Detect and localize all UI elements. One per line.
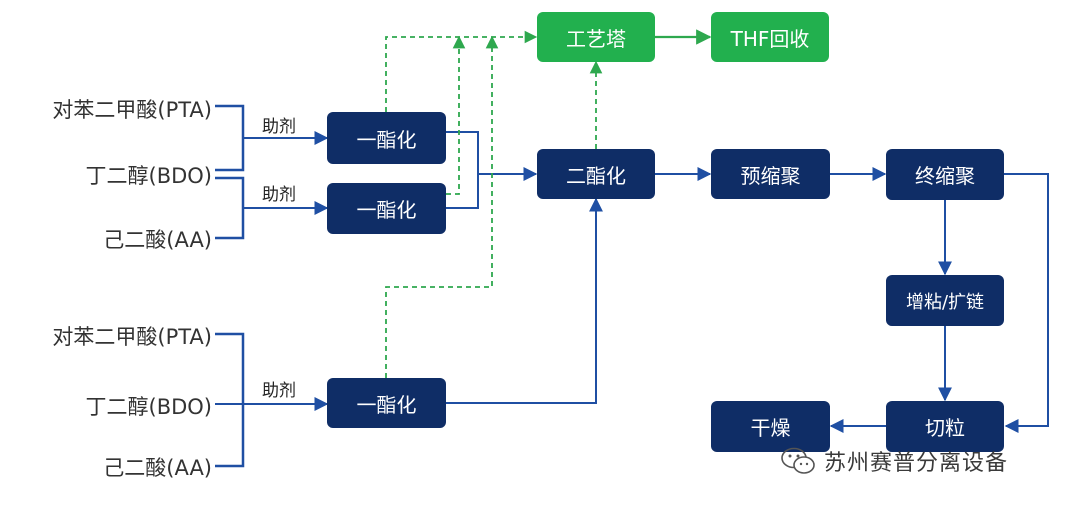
feed-bdo-label: 丁二醇(BDO) <box>85 164 213 188</box>
final-condensation-reactor[interactable]: 终缩聚 <box>886 149 1004 200</box>
feed-bracket-bottom <box>215 332 245 468</box>
feed-aa-label: 己二酸(AA) <box>103 228 212 252</box>
feed-bracket-top <box>215 104 245 172</box>
agent-label: 助剂 <box>262 185 296 205</box>
merge-line-top <box>446 131 479 174</box>
precondensation-reactor[interactable]: 预缩聚 <box>711 149 830 199</box>
merge-line-mid <box>446 174 479 209</box>
vapor-ester1-top <box>385 30 538 112</box>
feed-pta-label: 对苯二甲酸(PTA) <box>52 98 212 122</box>
feed-bracket-mid <box>215 176 245 240</box>
ester1-reactor-top[interactable]: 一酯化 <box>327 112 446 164</box>
ester2-reactor[interactable]: 二酯化 <box>537 149 655 199</box>
agent-label: 助剂 <box>262 117 296 137</box>
pelletizing-unit[interactable]: 切粒 <box>886 401 1004 452</box>
watermark-text: 苏州赛普分离设备 <box>824 451 1009 476</box>
ester1-reactor-bottom[interactable]: 一酯化 <box>327 378 446 428</box>
feed-aa-label: 己二酸(AA) <box>103 456 212 480</box>
tackify-extend-unit[interactable]: 增粘/扩链 <box>886 275 1004 326</box>
arrow-ester1-bottom-to-ester2 <box>446 197 603 404</box>
drying-unit[interactable]: 干燥 <box>711 401 830 452</box>
agent-label: 助剂 <box>262 381 296 401</box>
ester1-reactor-mid[interactable]: 一酯化 <box>327 183 446 234</box>
watermark: 苏州赛普分离设备 <box>780 444 1008 478</box>
wechat-icon <box>781 447 815 474</box>
vapor-ester1-mid <box>446 35 466 195</box>
feed-bdo-label: 丁二醇(BDO) <box>85 395 213 419</box>
feed-pta-label: 对苯二甲酸(PTA) <box>52 325 212 349</box>
vapor-ester1-bottom <box>385 35 499 378</box>
process-tower[interactable]: 工艺塔 <box>537 12 655 62</box>
arrow-final-bypass-to-pellet <box>1004 173 1049 433</box>
thf-recovery-unit[interactable]: THF回收 <box>711 12 829 62</box>
